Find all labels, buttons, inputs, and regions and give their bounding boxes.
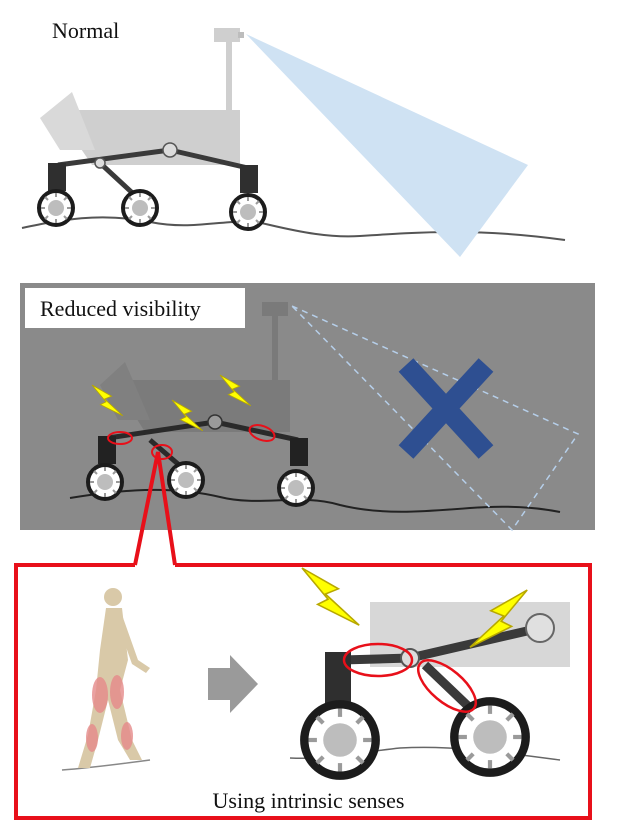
joint-highlight (248, 424, 276, 442)
arrow-right-icon (208, 655, 258, 713)
joint-highlight (342, 642, 414, 678)
joint-highlight (417, 659, 477, 713)
reduced-label-box (25, 288, 245, 328)
intrinsic-senses-label: Using intrinsic senses (212, 788, 405, 813)
callout-connector (133, 451, 177, 566)
camera-icon (214, 28, 244, 42)
rover-deck (40, 92, 95, 150)
lightning-icon (301, 567, 360, 626)
walking-person-icon (61, 588, 151, 771)
muscle-highlight (121, 722, 133, 750)
rover-wheel (86, 463, 124, 501)
rover-deck (100, 362, 150, 420)
camera-icon (262, 302, 288, 316)
muscle-highlight (92, 677, 108, 713)
rover-wheel (37, 189, 75, 227)
normal-label: Normal (52, 18, 120, 43)
joint-highlight (151, 444, 173, 460)
rover-body (130, 380, 290, 432)
joint-highlight (107, 431, 133, 445)
normal-panel (21, 28, 566, 257)
callout-frame (14, 563, 592, 820)
rover-mast (226, 40, 232, 110)
ground-line (61, 759, 151, 771)
camera-view-cone (246, 34, 528, 257)
intrinsic-senses-panel (14, 563, 592, 820)
reduced-visibility-label: Reduced visibility (40, 296, 201, 321)
cross-icon (398, 358, 494, 459)
rover-wheel (277, 469, 315, 507)
rover-wheel (229, 193, 267, 231)
rover-wheel (167, 461, 205, 499)
rover-wheel (121, 189, 159, 227)
zoomed-rover (289, 567, 570, 776)
camera-view-cone-dashed (291, 305, 580, 532)
rover-mast (272, 312, 278, 382)
muscle-highlight (86, 724, 98, 752)
rover-body (75, 110, 240, 165)
muscle-highlight (110, 675, 124, 709)
rover-wheel (304, 704, 375, 775)
